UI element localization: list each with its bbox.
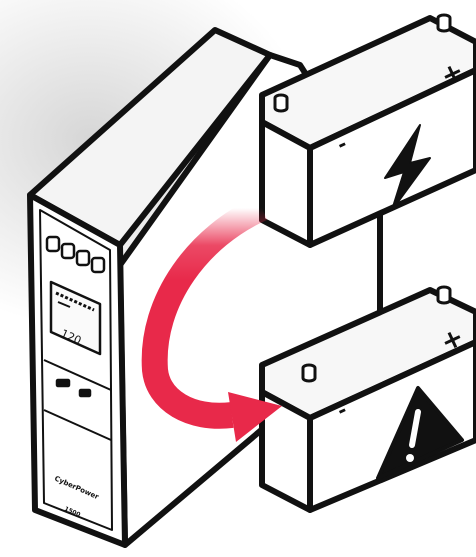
battery-bottom-terminal-positive [438, 287, 450, 303]
ups-front-panel: 120 CyberPower 1500 [40, 210, 112, 530]
ups-usb-port-a [57, 380, 69, 386]
ups-button-1 [47, 237, 59, 251]
ups-button-3 [77, 251, 89, 265]
ups-button-2 [62, 244, 74, 258]
ups-button-4 [92, 258, 104, 272]
battery-top [262, 18, 476, 245]
ups-usb-port-b [80, 390, 90, 396]
battery-top-terminal-positive [438, 15, 450, 31]
battery-top-terminal-negative [275, 95, 287, 111]
battery-bottom-terminal-negative [303, 365, 315, 381]
